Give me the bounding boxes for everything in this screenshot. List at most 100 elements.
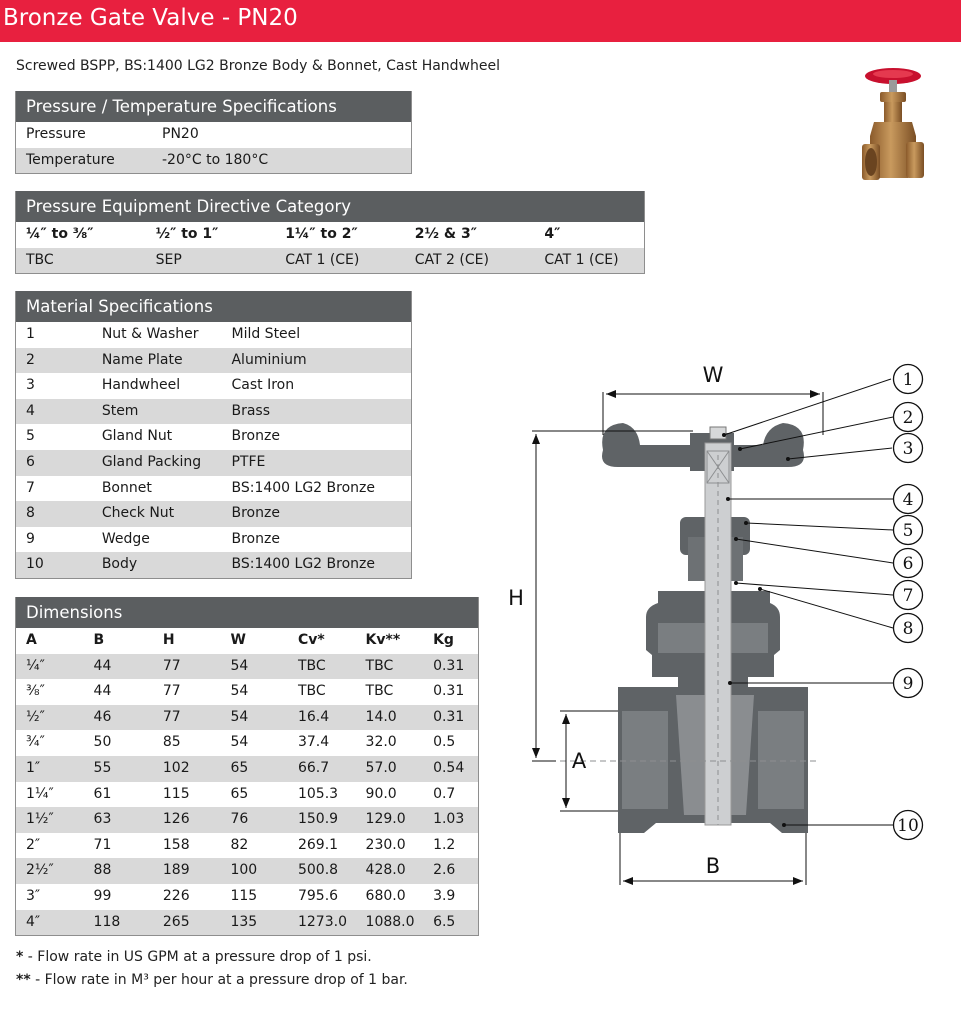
callout-circle <box>892 547 924 579</box>
table-cell: PTFE <box>231 453 266 470</box>
table-cell: TBC <box>365 657 394 674</box>
table-cell: 1″ <box>26 759 41 776</box>
dimension-label-w: W <box>703 363 724 387</box>
table-heading: Material Specifications <box>16 291 411 322</box>
callout-number: 7 <box>903 586 914 606</box>
table-cell: 115 <box>230 887 258 904</box>
table-cell: 77 <box>162 657 181 674</box>
table-cell: Wedge <box>101 530 150 547</box>
callout-number: 10 <box>897 816 919 836</box>
table-cell: Gland Nut <box>101 428 173 445</box>
table-cell: 230.0 <box>365 836 406 853</box>
callout-circle <box>892 667 924 699</box>
table-cell: 57.0 <box>365 759 397 776</box>
callout-number: 4 <box>903 490 914 510</box>
callout-circle <box>892 514 924 546</box>
table-heading: Dimensions <box>16 597 478 628</box>
title-banner: Bronze Gate Valve - PN20 <box>0 0 961 42</box>
table-cell: 5 <box>26 428 35 445</box>
table-cell: 1 <box>26 326 35 342</box>
table-cell: 795.6 <box>297 887 339 904</box>
page-title: Bronze Gate Valve - PN20 <box>3 5 298 31</box>
table-cell: 0.54 <box>433 759 465 776</box>
callout-4: 4 <box>892 483 924 515</box>
table-cell: TBC <box>297 657 326 674</box>
table-cell: 2.6 <box>433 862 456 879</box>
table-cell: -20°C to 180°C <box>162 151 269 168</box>
footnote-cv: * - Flow rate in US GPM at a pressure dr… <box>16 949 372 965</box>
table-cell: 32.0 <box>365 734 397 751</box>
table-cell: 63 <box>93 811 112 828</box>
table-cell: 115 <box>162 785 190 802</box>
callout-number: 6 <box>903 554 914 574</box>
callout-number: 8 <box>903 619 914 639</box>
callout-9: 9 <box>892 667 924 699</box>
table-cell: 2″ <box>26 836 41 853</box>
table-cell: 0.31 <box>433 708 465 725</box>
pressure-temperature-table: Pressure / Temperature Specifications Pr… <box>15 91 412 175</box>
product-subtitle: Screwed BSPP, BS:1400 LG2 Bronze Body & … <box>16 58 500 74</box>
table-cell: 77 <box>162 683 181 700</box>
callout-circle <box>892 483 924 515</box>
table-cell: 44 <box>93 657 112 674</box>
table-cell: Nut & Washer <box>101 326 199 342</box>
callout-3: 3 <box>892 432 924 464</box>
table-cell: 8 <box>26 505 35 522</box>
table-cell: 16.4 <box>297 708 330 725</box>
table-cell: 65 <box>230 785 249 802</box>
table-cell: Handwheel <box>101 377 181 394</box>
column-header: 2½ & 3″ <box>414 226 477 242</box>
table-cell: CAT 1 (CE) <box>544 251 619 268</box>
column-header: Kv** <box>365 632 401 648</box>
callout-circle <box>892 401 924 433</box>
table-cell: 82 <box>230 836 249 853</box>
table-cell: Pressure <box>26 126 86 142</box>
column-header: 4″ <box>544 226 561 242</box>
table-cell: 129.0 <box>365 811 406 828</box>
table-cell: Body <box>101 556 138 573</box>
footnote-mark: ** <box>16 972 31 988</box>
table-cell: 428.0 <box>365 862 406 879</box>
callout-8: 8 <box>892 612 924 644</box>
table-cell: 3.9 <box>433 887 456 904</box>
table-cell: 158 <box>162 836 190 853</box>
table-cell: 61 <box>93 785 112 802</box>
table-cell: 1¼″ <box>26 785 54 802</box>
callout-number: 9 <box>903 674 914 694</box>
table-cell: 9 <box>26 530 35 547</box>
table-cell: CAT 2 (CE) <box>414 251 489 268</box>
table-heading: Pressure Equipment Directive Category <box>16 191 644 222</box>
table-cell: 269.1 <box>297 836 339 853</box>
table-cell: CAT 1 (CE) <box>285 251 360 268</box>
table-cell: Name Plate <box>101 351 183 368</box>
table-cell: 4 <box>26 402 35 419</box>
table-cell: 54 <box>230 708 249 725</box>
table-cell: 135 <box>230 913 258 930</box>
table-cell: 54 <box>230 657 249 674</box>
table-row: 9 Wedge Bronze <box>16 527 411 553</box>
table-cell: 1.2 <box>433 836 456 853</box>
table-cell: ¼″ <box>26 657 45 674</box>
table-cell: ¾″ <box>26 734 45 751</box>
table-cell: 189 <box>162 862 190 879</box>
table-cell: Stem <box>101 402 139 419</box>
table-cell: 76 <box>230 811 249 828</box>
table-cell: 3 <box>26 377 35 394</box>
callout-7: 7 <box>892 579 924 611</box>
column-header: B <box>93 632 105 648</box>
table-cell: 55 <box>93 759 112 776</box>
column-header: Cv* <box>297 632 325 648</box>
table-cell: Bronze <box>231 530 280 547</box>
table-cell: 14.0 <box>365 708 397 725</box>
table-cell: 4″ <box>26 913 41 930</box>
table-cell: 680.0 <box>365 887 406 904</box>
table-header-row: ¼″ to ⅜″ ½″ to 1″ 1¼″ to 2″ 2½ & 3″ 4″ <box>16 222 644 248</box>
table-cell: 54 <box>230 683 249 700</box>
table-cell: BS:1400 LG2 Bronze <box>231 479 375 496</box>
table-cell: Bronze <box>231 428 280 445</box>
